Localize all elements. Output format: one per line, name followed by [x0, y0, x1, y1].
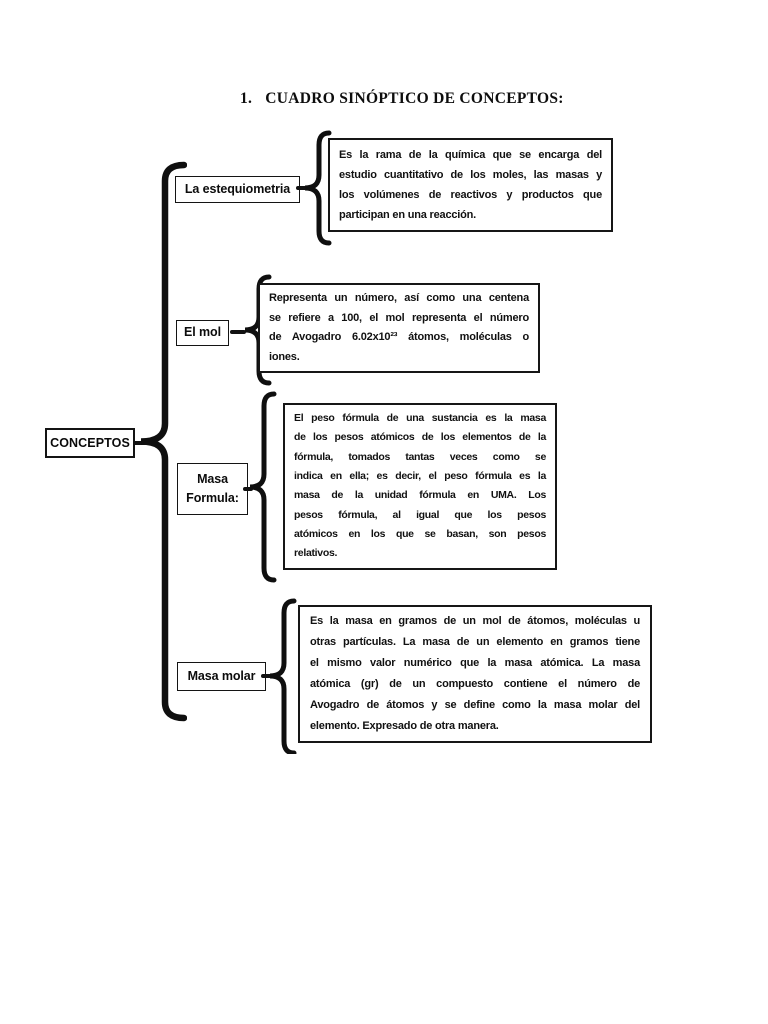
title-text: CUADRO SINÓPTICO DE CONCEPTOS:: [265, 90, 564, 107]
connector-line: [243, 487, 253, 491]
description-box-masa-molar: Es la masa en gramos de un mol de átomos…: [298, 605, 652, 743]
description-line: participan en una reacción.: [339, 209, 477, 221]
root-concept-box: CONCEPTOS: [45, 428, 135, 458]
description-box-estequiometria: Es la rama de la química que se encarga …: [328, 138, 613, 232]
connector-line: [230, 330, 246, 334]
description-line: fórmula, tomados tantas veces como se: [294, 450, 546, 463]
curly-brace: [249, 391, 277, 583]
curly-brace: [269, 598, 297, 754]
description-line: indica en ella; es decir, el peso fórmul…: [294, 470, 546, 483]
description-box-masa-formula: El peso fórmula de una sustancia es la m…: [283, 403, 557, 570]
concept-label-box-masa-molar: Masa molar: [177, 662, 266, 691]
description-line: Avogadro de átomos y se define como la m…: [310, 699, 640, 711]
description-line: otras partículas. La masa de un elemento…: [310, 636, 640, 648]
title-number: 1.: [240, 90, 253, 107]
description-line: elemento. Expresado de otra manera.: [310, 720, 499, 732]
description-line: relativos.: [294, 547, 338, 560]
description-line: atómicos en los que se basan, son pesos: [294, 528, 546, 541]
description-box-el-mol: Representa un número, así como una cente…: [258, 283, 540, 373]
description-line: de los pesos atómicos de los elementos d…: [294, 431, 546, 444]
page-title: 1. CUADRO SINÓPTICO DE CONCEPTOS:: [240, 90, 564, 108]
description-line: los volúmenes de reactivos y productos q…: [339, 189, 602, 201]
root-concept-label: CONCEPTOS: [50, 436, 130, 450]
description-line: se refiere a 100, el mol representa el n…: [269, 311, 529, 324]
connector-line: [261, 674, 272, 678]
description-line: masa de la unidad fórmula en UMA. Los: [294, 489, 546, 502]
concept-label-box-estequiometria: La estequiometria: [175, 176, 300, 203]
description-line: Es la rama de la química que se encarga …: [339, 149, 602, 161]
description-line: el mismo valor numérico que la masa atóm…: [310, 657, 640, 669]
concept-label-box-masa-formula: Masa Formula:: [177, 463, 248, 515]
description-line: El peso fórmula de una sustancia es la m…: [294, 412, 546, 424]
description-line: de Avogadro 6.02x10²³ átomos, moléculas …: [269, 331, 529, 343]
description-line: iones.: [269, 350, 300, 363]
description-line: pesos fórmula, al igual que los pesos: [294, 508, 546, 521]
connector-line: [296, 186, 308, 190]
concept-label: La estequiometria: [184, 181, 291, 196]
description-line: Es la masa en gramos de un mol de átomos…: [310, 615, 640, 627]
main-curly-brace: [140, 161, 187, 722]
description-line: estudio cuantitativo de los moles, las m…: [339, 169, 602, 181]
description-line: atómica (gr) de un compuesto contiene el…: [310, 678, 640, 690]
concept-label: Masa Formula:: [186, 471, 239, 505]
curly-brace: [304, 130, 332, 246]
description-line: Representa un número, así como una cente…: [269, 292, 529, 304]
concept-label: Masa molar: [187, 668, 256, 683]
concept-label-box-el-mol: El mol: [176, 320, 229, 346]
concept-label: El mol: [184, 325, 221, 340]
